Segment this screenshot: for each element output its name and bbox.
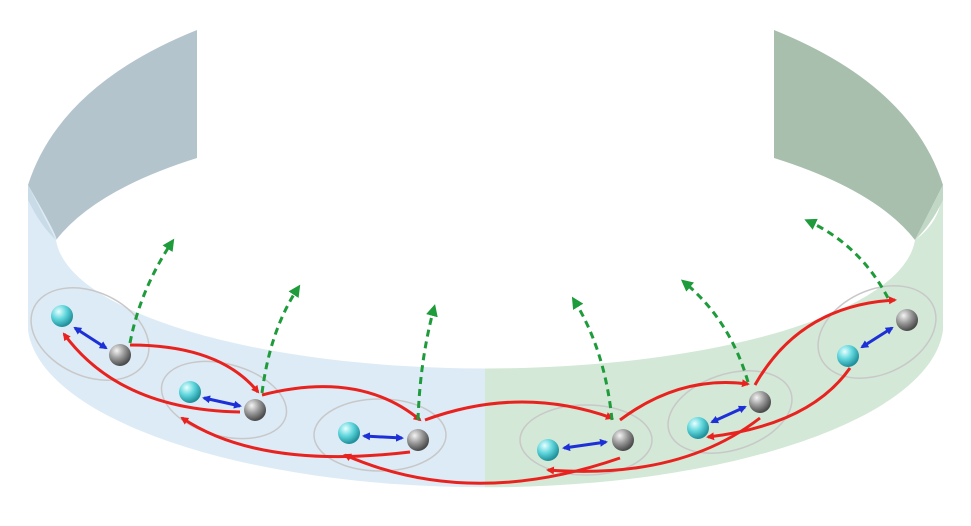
transfer-arrow — [343, 453, 621, 485]
cyan-ball — [537, 439, 559, 461]
coupling-arrow — [860, 326, 894, 349]
emission-arrow — [804, 218, 890, 299]
transfer-arrow — [129, 343, 260, 394]
transfer-arrow — [706, 367, 852, 441]
node-ring — [313, 398, 447, 472]
emission-arrow — [680, 279, 750, 383]
gray-ball — [244, 399, 266, 421]
transfer-arrow — [753, 296, 897, 386]
cyan-ball — [51, 305, 73, 327]
coupling-arrow — [362, 432, 404, 442]
coupling-arrow — [202, 395, 242, 409]
coupling-arrow — [73, 326, 108, 350]
cyan-ball — [179, 381, 201, 403]
gray-ball — [896, 309, 918, 331]
emission-arrow — [416, 304, 438, 421]
gray-ball — [109, 344, 131, 366]
gray-ball — [749, 391, 771, 413]
emission-arrow — [260, 284, 301, 394]
back-panel-left — [28, 30, 197, 240]
back-panel-right — [774, 30, 943, 240]
gray-ball — [612, 429, 634, 451]
node-ring — [817, 285, 937, 379]
gray-ball — [407, 429, 429, 451]
transfer-arrow — [180, 416, 411, 459]
cyan-ball — [338, 422, 360, 444]
coupling-arrow — [562, 438, 608, 452]
emission-arrow — [128, 238, 175, 344]
node-ring — [519, 404, 653, 476]
transfer-arrow — [261, 385, 422, 422]
transfer-arrow — [424, 400, 614, 422]
node-ring — [30, 287, 150, 381]
coupling-arrow — [710, 405, 747, 424]
cyan-ball — [687, 417, 709, 439]
cyan-ball — [837, 345, 859, 367]
emission-arrow — [571, 296, 614, 421]
node-ring — [667, 370, 793, 454]
transfer-arrow — [62, 332, 241, 414]
transfer-arrow — [619, 379, 750, 422]
front-band — [28, 185, 943, 488]
